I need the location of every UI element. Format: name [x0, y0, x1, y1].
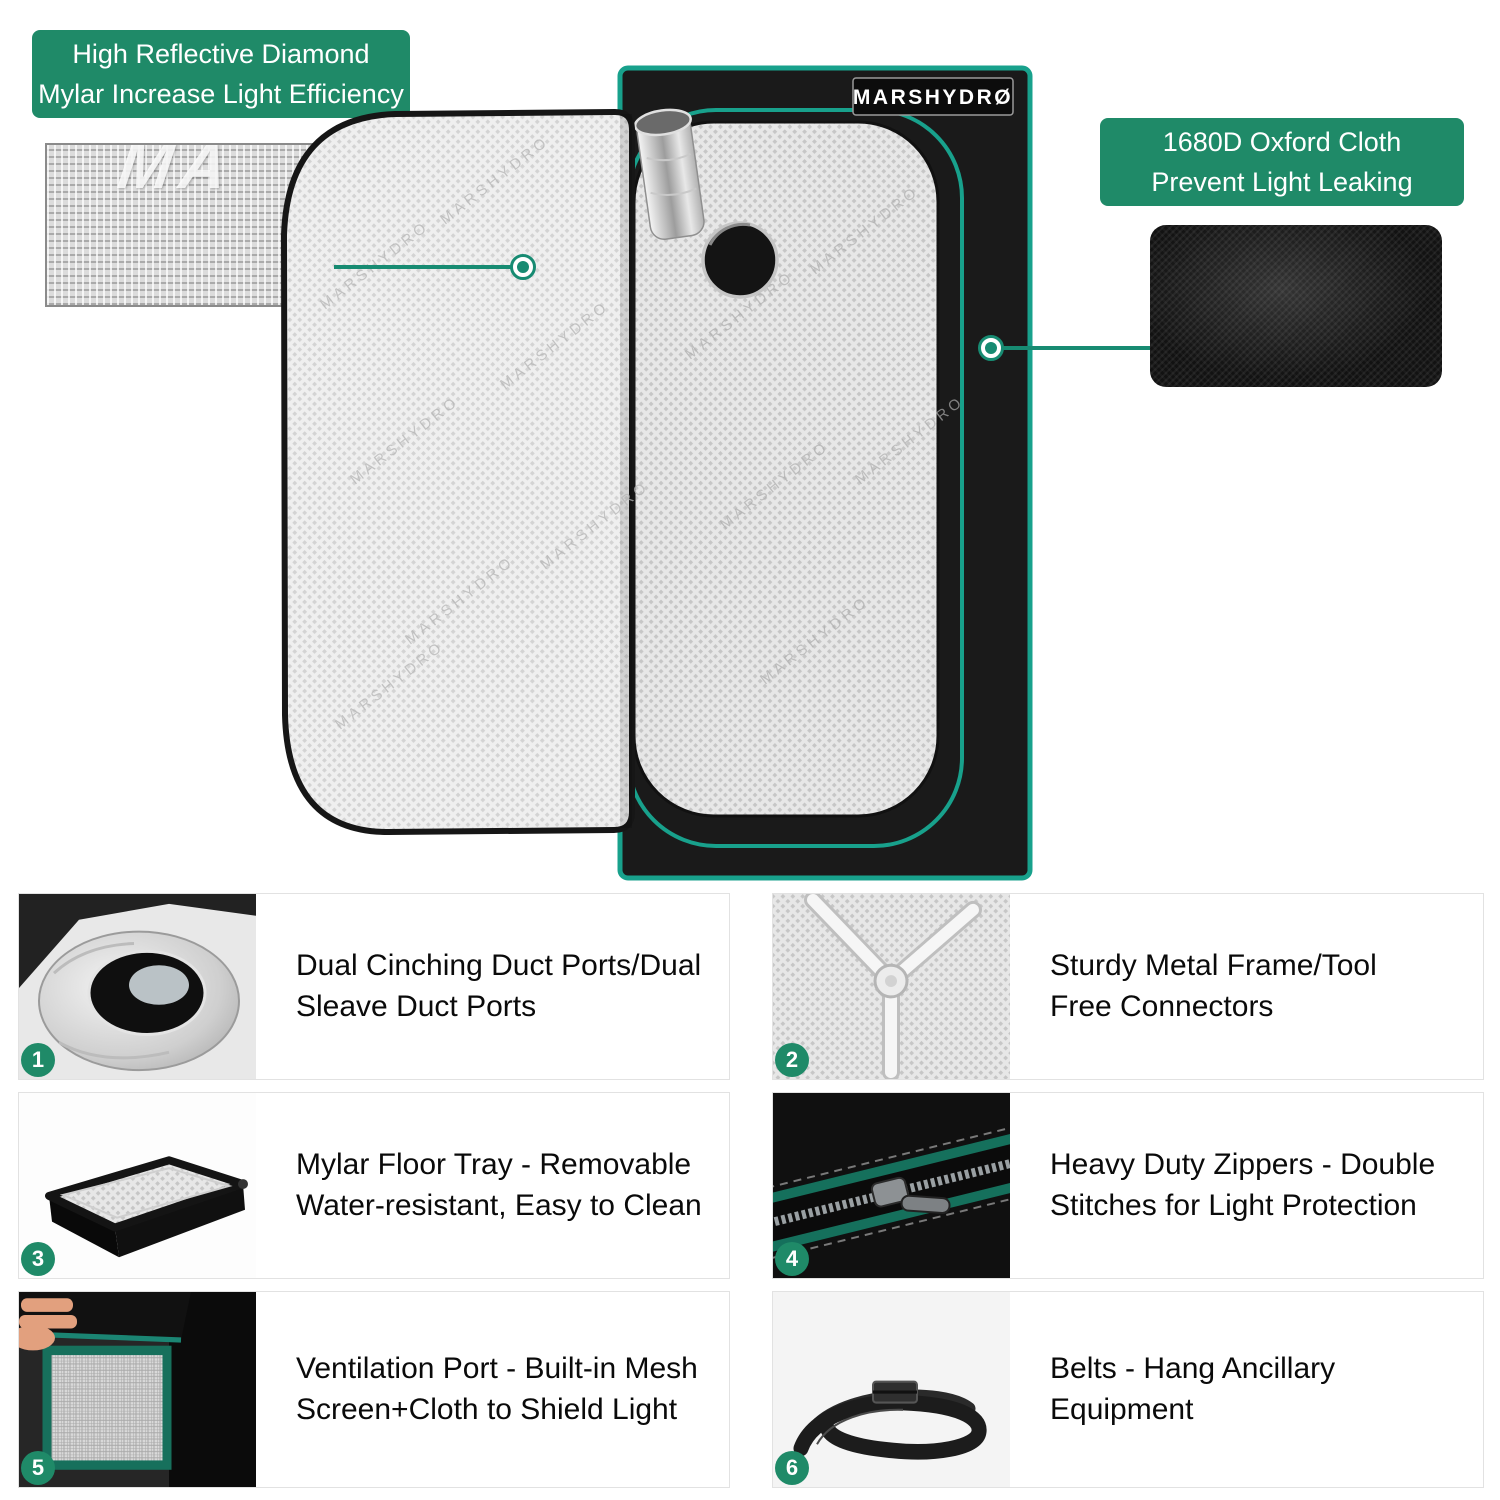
callout-line-right: [1002, 346, 1150, 350]
oxford-cloth-swatch: [1150, 225, 1442, 387]
feature-number-badge: 5: [21, 1451, 55, 1485]
duct-port-photo: 1: [19, 894, 256, 1079]
zipper-art: [773, 1093, 1010, 1278]
feature-number-badge: 1: [21, 1043, 55, 1077]
duct-port-art: [19, 894, 256, 1079]
feature-number-badge: 6: [775, 1451, 809, 1485]
duct-hole: [701, 221, 779, 299]
feature-card: 2 Sturdy Metal Frame/Tool Free Connector…: [772, 893, 1484, 1080]
feature-text: Heavy Duty Zippers - Double Stitches for…: [1050, 1148, 1436, 1222]
floor-tray-art: [19, 1093, 256, 1278]
callout-dot-left: [510, 254, 536, 280]
feature-card: 3 Mylar Floor Tray - Removable Water-res…: [18, 1092, 730, 1279]
metal-frame-photo: 2: [773, 894, 1010, 1079]
callout-badge-mylar: High Reflective Diamond Mylar Increase L…: [32, 30, 410, 118]
metal-frame-art: [773, 894, 1010, 1079]
feature-number-badge: 4: [775, 1242, 809, 1276]
brand-logo: MARSHYDRØ: [852, 77, 1014, 116]
belts-photo: 6: [773, 1292, 1010, 1487]
zipper-photo: 4: [773, 1093, 1010, 1278]
callout-dot-right: [978, 335, 1004, 361]
feature-card: 5 Ventilation Port - Built-in Mesh Scree…: [18, 1291, 730, 1488]
svg-text:MARSHYDRØ: MARSHYDRØ: [853, 86, 1013, 109]
feature-card: 4 Heavy Duty Zippers - Double Stitches f…: [772, 1092, 1484, 1279]
door-flap-mylar: [281, 109, 635, 835]
ventilation-port-photo: 5: [19, 1292, 256, 1487]
feature-card: 1 Dual Cinching Duct Ports/Dual Sleave D…: [18, 893, 730, 1080]
duct-sleeve: [633, 108, 705, 240]
feature-text: Ventilation Port - Built-in Mesh Screen+…: [296, 1352, 698, 1426]
belts-art: [773, 1292, 1010, 1487]
ventilation-port-art: [19, 1292, 256, 1487]
feature-text: Belts - Hang Ancillary Equipment: [1050, 1352, 1336, 1426]
feature-text: Mylar Floor Tray - Removable Water-resis…: [296, 1148, 702, 1222]
callout-badge-oxford: 1680D Oxford Cloth Prevent Light Leaking: [1100, 118, 1464, 206]
flap-fold-shadow: [620, 114, 632, 828]
hand: [19, 1298, 77, 1351]
feature-text: Sturdy Metal Frame/Tool Free Connectors: [1050, 949, 1377, 1023]
mylar-watermark-letters: MA: [113, 143, 240, 202]
callout-line-left: [334, 265, 512, 269]
grow-tent-illustration: MARSHYDRO MARSHYDRO MARSHYDRO MARSHYDRO …: [281, 65, 1033, 881]
feature-card: 6 Belts - Hang Ancillary Equipment: [772, 1291, 1484, 1488]
floor-tray-photo: 3: [19, 1093, 256, 1278]
feature-number-badge: 3: [21, 1242, 55, 1276]
feature-text: Dual Cinching Duct Ports/Dual Sleave Duc…: [296, 949, 702, 1023]
feature-number-badge: 2: [775, 1043, 809, 1077]
